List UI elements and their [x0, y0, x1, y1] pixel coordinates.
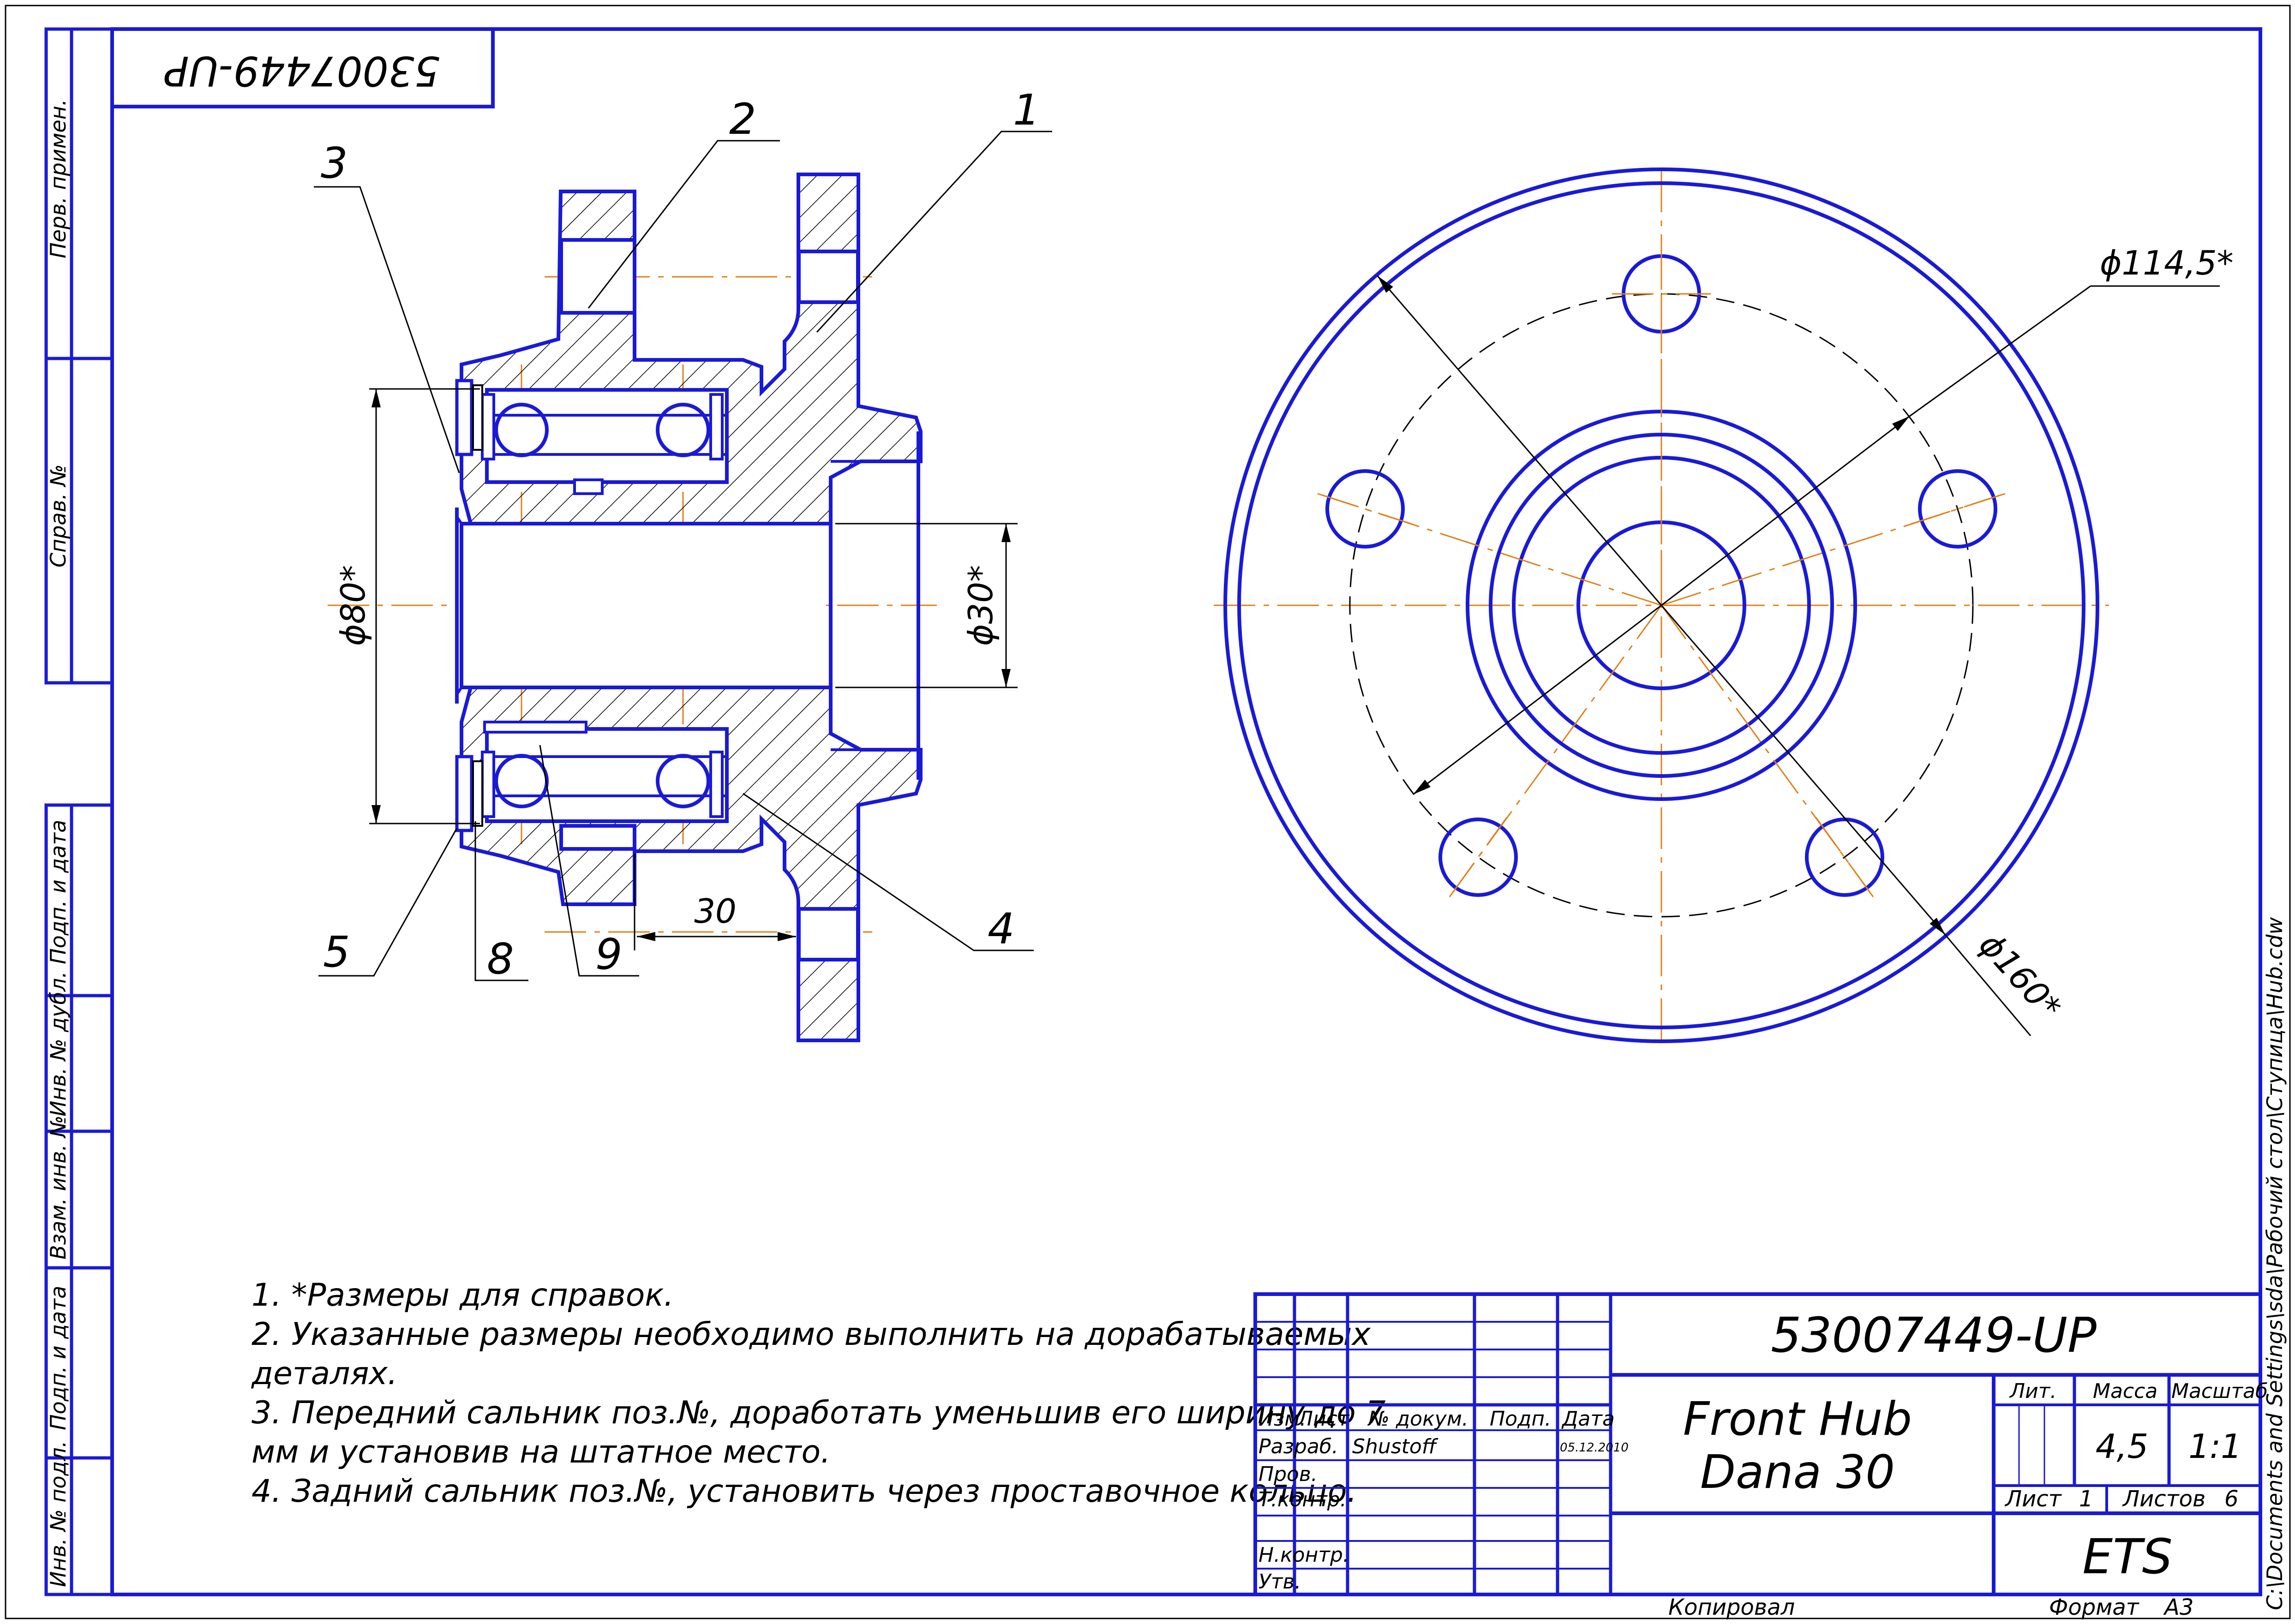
bolt-hole-lower-inner — [559, 824, 636, 851]
footer-format: A3 — [2163, 1594, 2193, 1620]
tb-row-nkontr: Н.контр. — [1258, 1543, 1349, 1567]
note-line-3: деталях. — [251, 1355, 397, 1392]
tb-scale: 1:1 — [2188, 1427, 2242, 1466]
callout-9: 9 — [595, 930, 623, 979]
tb-row-utv: Утв. — [1258, 1570, 1301, 1594]
bore-outline — [455, 431, 920, 780]
dim-offset-text: 30 — [694, 892, 737, 931]
side-label-inv-dubl: Инв. № дубл. — [46, 971, 71, 1116]
tb-col-date: Дата — [1561, 1407, 1615, 1431]
dim-offset: 30 — [634, 854, 796, 950]
tb-col-izm: Изм. — [1258, 1407, 1306, 1431]
callouts: 2 1 3 4 5 8 9 — [314, 85, 1052, 984]
title-block: 53007449-UP Front Hub Dana 30 Изм. Лист … — [1253, 1292, 2268, 1596]
tb-row-tkontr: Т.контр. — [1258, 1488, 1347, 1511]
dim-flange-diameter-text: ϕ160* — [1971, 925, 2068, 1027]
tb-sheets: 6 — [2224, 1486, 2239, 1512]
drawing-frame — [5, 5, 2291, 1619]
callout-5: 5 — [323, 927, 350, 977]
tb-scale-label: Масштаб — [2171, 1379, 2268, 1403]
flange-outer — [1223, 167, 2099, 1043]
tb-doc-number: 53007449-UP — [1771, 1307, 2097, 1363]
doc-number-stamp-text: 53007449-UP — [164, 47, 440, 95]
technical-notes: 1. *Размеры для справок. 2. Указанные ра… — [251, 1277, 1386, 1510]
file-path: C:\Documents and Settings\sda\Рабочий ст… — [2262, 917, 2287, 1610]
front-view: ϕ114,5* ϕ160* — [1214, 167, 2234, 1043]
callout-3: 3 — [321, 138, 348, 188]
tb-sheet-label: Лист — [2004, 1486, 2062, 1512]
tb-sheets-label: Листов — [2122, 1486, 2205, 1512]
callout-1: 1 — [1013, 85, 1040, 135]
dim-bolt-circle-text: ϕ114,5* — [2100, 244, 2234, 282]
doc-number-stamp: 53007449-UP — [110, 27, 495, 108]
note-line-1: 1. *Размеры для справок. — [252, 1277, 674, 1314]
tb-row-prov: Пров. — [1258, 1463, 1318, 1486]
tb-sheet: 1 — [2079, 1486, 2093, 1512]
tb-org: ETS — [2082, 1528, 2172, 1585]
bolt-hole-upper-inner — [559, 238, 636, 315]
sheet-footer: Копировал Формат A3 — [1668, 1594, 2193, 1620]
dim-bore-diameter: ϕ30* — [835, 523, 1018, 688]
dim-outer-diameter-text: ϕ80* — [334, 565, 372, 646]
side-label-podp-data-1: Подп. и дата — [46, 820, 71, 964]
tb-title-line2: Dana 30 — [1700, 1445, 1895, 1499]
side-label-perv-primen: Перв. примен. — [46, 99, 71, 258]
tb-developer: Shustoff — [1352, 1435, 1438, 1458]
note-line-4: 3. Передний сальник поз.№, доработать ум… — [252, 1395, 1386, 1431]
tb-col-sign: Подп. — [1490, 1407, 1551, 1431]
side-label-sprav: Справ. № — [46, 464, 71, 567]
dim-flange-diameter: ϕ160* — [1377, 275, 2069, 1036]
bolt-hole-4 — [1438, 818, 1518, 897]
bearing-lower — [455, 721, 729, 832]
footer-format-label: Формат — [2049, 1594, 2140, 1620]
side-labels: Перв. примен. Справ. № Подп. и дата Инв.… — [46, 99, 71, 1587]
footer-copied: Копировал — [1668, 1594, 1795, 1620]
bolt-hole-upper-outer — [797, 250, 860, 304]
section-view: ϕ80* ϕ30* 30 2 1 3 4 5 8 — [314, 85, 1052, 1042]
note-line-2: 2. Указанные размеры необходимо выполнит… — [252, 1316, 1371, 1353]
tb-lit-label: Лит. — [2009, 1379, 2056, 1403]
tb-dev-date: 05.12.2010 — [1560, 1441, 1629, 1455]
bearing-upper — [455, 379, 729, 495]
tb-col-list: Лист — [1297, 1407, 1350, 1431]
tb-mass-label: Масса — [2093, 1379, 2157, 1403]
bolt-hole-lower-outer — [797, 907, 860, 961]
side-label-vzam-inv: Взам. инв. № — [46, 1116, 71, 1260]
side-label-inv-podl: Инв. № подл. — [46, 1441, 71, 1587]
note-line-5: мм и установив на штатное место. — [252, 1434, 831, 1470]
note-line-6: 4. Задний сальник поз.№, установить чере… — [252, 1473, 1357, 1510]
file-path-strip: C:\Documents and Settings\sda\Рабочий ст… — [2259, 917, 2287, 1610]
callout-2: 2 — [729, 95, 756, 144]
tb-mass: 4,5 — [2096, 1427, 2149, 1466]
tb-col-doc: № докум. — [1367, 1407, 1468, 1431]
flange-outer-chamfer — [1237, 181, 2085, 1029]
dim-bore-diameter-text: ϕ30* — [961, 565, 1000, 646]
side-label-podp-data-2: Подп. и дата — [46, 1286, 71, 1430]
hub-bore — [455, 524, 826, 687]
callout-8: 8 — [487, 934, 514, 984]
callout-4: 4 — [988, 904, 1015, 954]
dim-outer-diameter: ϕ80* — [334, 388, 480, 824]
tb-title-line1: Front Hub — [1683, 1392, 1912, 1446]
tb-row-razrab: Разраб. — [1258, 1435, 1338, 1458]
